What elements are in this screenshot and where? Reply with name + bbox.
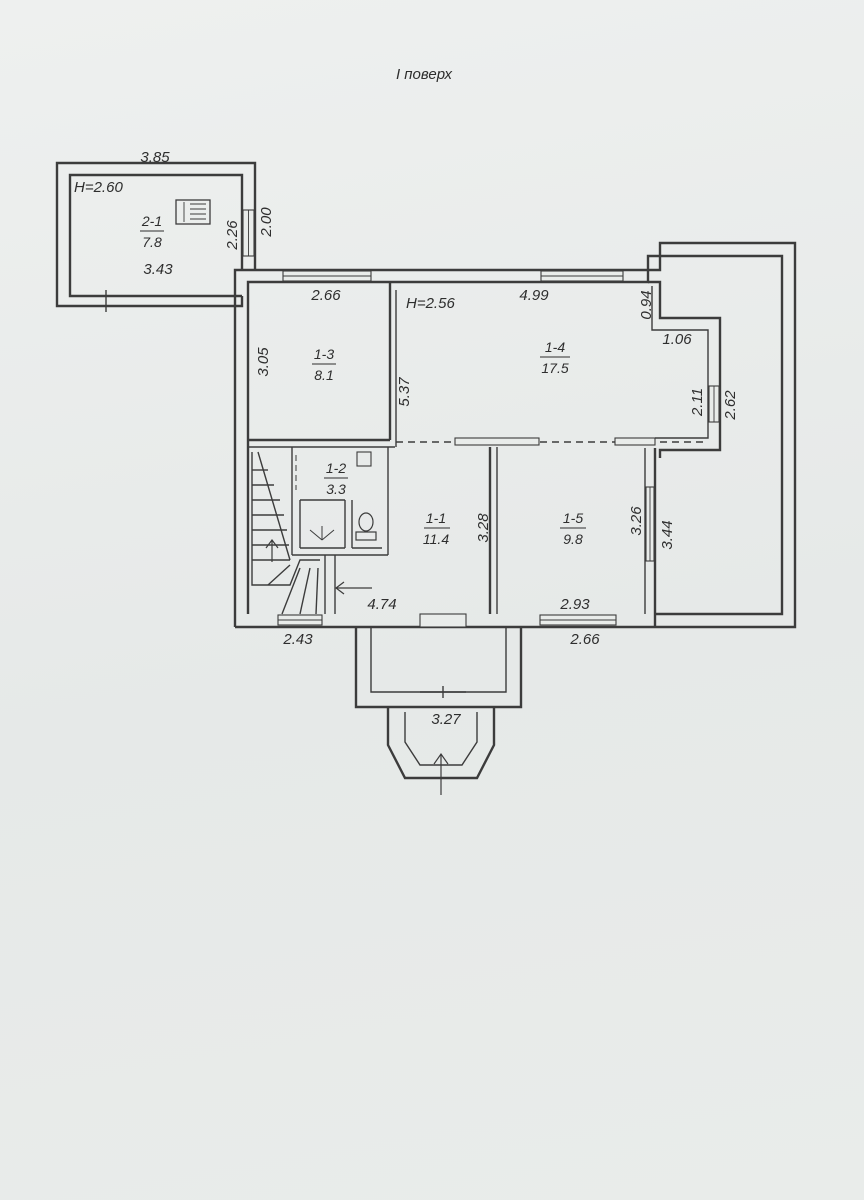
height-annex: H=2.60 — [74, 179, 123, 196]
dim-room11-width: 4.74 — [367, 596, 396, 613]
sink-icon — [295, 451, 372, 490]
floor-title: I поверх — [396, 66, 453, 83]
windows — [277, 270, 720, 628]
toilet-icon — [355, 512, 377, 541]
height-main: H=2.56 — [406, 295, 455, 312]
dim-front-left: 2.43 — [282, 631, 313, 648]
dim-room13-height: 3.05 — [255, 347, 272, 377]
room-1-5-id: 1-5 — [563, 510, 583, 526]
dim-room13-width: 2.66 — [310, 287, 341, 304]
porch-entry-arrow-icon — [433, 752, 449, 795]
dim-annex-right-wall: 2.00 — [258, 207, 275, 238]
dim-room11-height: 3.28 — [475, 513, 492, 543]
room-1-5-area: 9.8 — [563, 531, 583, 547]
dim-annex-top: 3.85 — [140, 149, 170, 166]
interior-walls — [248, 282, 705, 614]
room-2-1-area: 7.8 — [142, 234, 162, 250]
heater-icon — [175, 199, 211, 225]
dim-annex-inner-height: 2.26 — [224, 220, 241, 251]
annex-building — [55, 161, 257, 312]
dim-front-right: 2.66 — [569, 631, 600, 648]
room-1-2-id: 1-2 — [326, 460, 346, 476]
main-house-walls — [233, 241, 797, 629]
dim-room14-right-height: 2.11 — [689, 388, 706, 417]
room-1-1-area: 11.4 — [423, 531, 449, 547]
room-2-1-id: 2-1 — [141, 213, 162, 229]
dim-room14-notch-width: 1.06 — [662, 331, 692, 348]
room-1-4-id: 1-4 — [545, 339, 565, 355]
room-1-3-id: 1-3 — [314, 346, 334, 362]
room-1-2-area: 3.3 — [326, 481, 346, 497]
dim-outer-lower-height: 3.44 — [659, 520, 676, 549]
shower-icon — [309, 526, 335, 541]
room-1-4-area: 17.5 — [541, 360, 568, 376]
room-1-3-area: 8.1 — [314, 367, 333, 383]
porch — [354, 627, 523, 795]
dim-room14-notch-height: 0.94 — [638, 290, 655, 319]
entry-arrow-icon — [335, 581, 372, 595]
dim-porch-width: 3.27 — [431, 711, 461, 728]
dim-room15-width: 2.93 — [559, 596, 590, 613]
staircase — [251, 451, 320, 615]
dim-corridor-height: 5.37 — [396, 377, 413, 407]
dim-room14-width: 4.99 — [519, 287, 549, 304]
dim-room15-height: 3.26 — [628, 506, 645, 536]
room-1-1-id: 1-1 — [426, 510, 446, 526]
dim-outer-right-height: 2.62 — [722, 390, 739, 421]
dim-annex-bottom: 3.43 — [143, 261, 173, 278]
